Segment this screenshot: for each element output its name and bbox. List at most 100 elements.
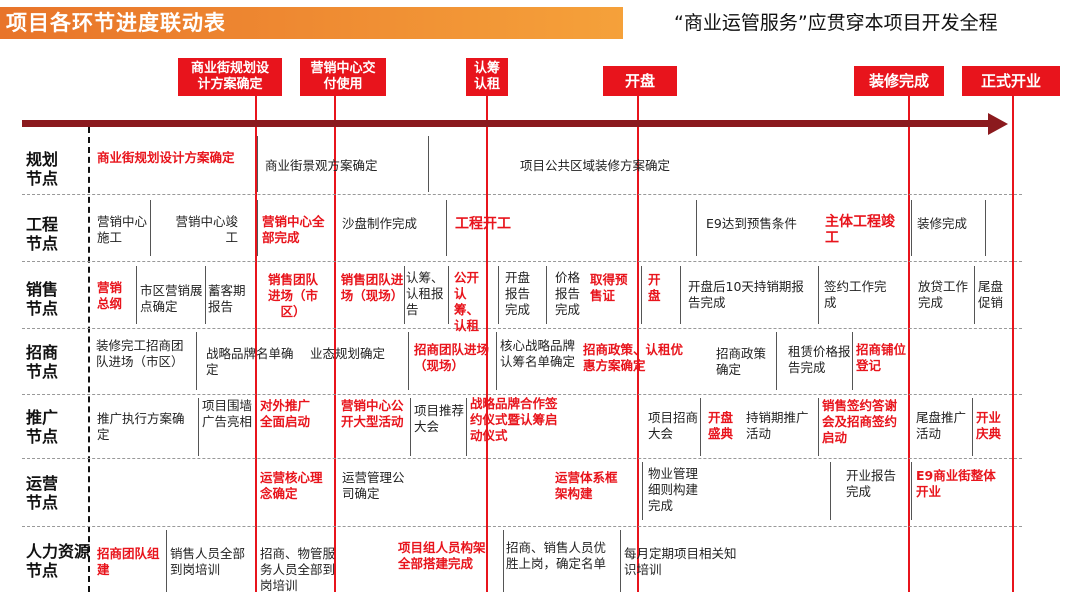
cell-divider bbox=[776, 332, 777, 390]
cell-divider bbox=[150, 200, 151, 256]
cell-divider bbox=[446, 200, 447, 256]
cell-sales-6: 认筹、认租报告 bbox=[406, 270, 444, 317]
cell-divider bbox=[136, 266, 137, 324]
page-slogan: “商业运管服务”应贯穿本项目开发全程 bbox=[674, 12, 998, 34]
cell-sales-11: 开盘 bbox=[648, 272, 661, 303]
cell-eng-3: 营销中心全部完成 bbox=[262, 214, 325, 245]
row-label-sales: 销售节点 bbox=[26, 280, 59, 318]
milestone-line-6 bbox=[1012, 96, 1014, 592]
timeline-arrow bbox=[22, 120, 990, 127]
milestone-line-1 bbox=[255, 96, 257, 592]
cell-hr-5: 招商、销售人员优胜上岗，确定名单 bbox=[506, 540, 607, 571]
cell-promo-1: 推广执行方案确定 bbox=[97, 411, 185, 442]
row-separator bbox=[22, 194, 1022, 195]
cell-hr-3: 招商、物管服务人员全部到岗培训 bbox=[260, 546, 336, 593]
cell-promo-11: 尾盘推广活动 bbox=[916, 410, 967, 441]
milestone-label: 装修完成 bbox=[868, 72, 929, 90]
cell-inv-9: 招商铺位登记 bbox=[856, 342, 907, 373]
milestone-box-5: 装修完成 bbox=[854, 66, 944, 96]
cell-planning-2: 商业街景观方案确定 bbox=[265, 158, 378, 173]
milestone-box-4: 开盘 bbox=[603, 66, 677, 96]
cell-divider bbox=[620, 530, 621, 592]
cell-sales-5: 销售团队进场（现场） bbox=[340, 272, 404, 303]
milestone-box-6: 正式开业 bbox=[962, 66, 1060, 96]
cell-sales-13: 签约工作完成 bbox=[824, 279, 887, 310]
title-banner bbox=[0, 7, 623, 39]
cell-divider bbox=[700, 398, 701, 456]
cell-promo-6: 战略品牌合作签约仪式暨认筹启动仪式 bbox=[470, 396, 558, 443]
cell-hr-6: 每月定期项目相关知识培训 bbox=[624, 546, 737, 577]
cell-divider bbox=[546, 266, 547, 324]
milestone-label: 开盘 bbox=[624, 72, 655, 90]
cell-hr-1: 招商团队组建 bbox=[97, 546, 160, 577]
row-label-hr: 人力资源节点 bbox=[26, 542, 91, 580]
cell-divider bbox=[408, 332, 409, 390]
cell-eng-6: E9达到预售条件 bbox=[706, 216, 797, 231]
cell-sales-10: 取得预售证 bbox=[590, 272, 628, 303]
milestone-line-5 bbox=[908, 96, 910, 592]
milestone-box-2: 营销中心交付使用 bbox=[300, 58, 386, 96]
milestone-line-4 bbox=[637, 96, 639, 592]
milestone-label: 营销中心交付使用 bbox=[310, 61, 376, 92]
cell-divider bbox=[972, 398, 973, 456]
cell-eng-2: 营销中心竣工 bbox=[175, 214, 238, 245]
cell-inv-7: 招商政策确定 bbox=[716, 346, 767, 377]
cell-divider bbox=[466, 398, 467, 456]
cell-divider bbox=[196, 332, 197, 390]
cell-op-6: E9商业街整体开业 bbox=[916, 468, 996, 499]
label-divider bbox=[88, 127, 90, 592]
cell-eng-7: 主体工程竣工 bbox=[825, 214, 895, 246]
cell-promo-8: 开盘盛典 bbox=[708, 410, 734, 441]
cell-sales-4: 销售团队进场（市区） bbox=[267, 272, 318, 319]
cell-divider bbox=[166, 530, 167, 592]
cell-op-3: 运营体系框架构建 bbox=[555, 470, 618, 501]
row-label-engineering: 工程节点 bbox=[26, 215, 59, 253]
cell-divider bbox=[680, 266, 681, 324]
cell-promo-5: 项目推荐大会 bbox=[414, 403, 465, 434]
row-separator bbox=[22, 261, 1022, 262]
cell-divider bbox=[830, 462, 831, 520]
row-separator bbox=[22, 458, 1022, 459]
cell-divider bbox=[911, 200, 912, 256]
cell-divider bbox=[448, 266, 449, 324]
cell-divider bbox=[852, 332, 853, 390]
cell-promo-12: 开业庆典 bbox=[976, 410, 1002, 441]
cell-sales-7: 公开认筹、认租 bbox=[454, 270, 480, 333]
cell-sales-8: 开盘报告完成 bbox=[505, 270, 531, 317]
cell-op-2: 运营管理公司确定 bbox=[342, 470, 405, 501]
cell-divider bbox=[503, 530, 504, 592]
cell-sales-9: 价格报告完成 bbox=[555, 270, 581, 317]
cell-hr-2: 销售人员全部到岗培训 bbox=[170, 546, 246, 577]
cell-promo-2: 项目围墙广告亮相 bbox=[202, 398, 253, 429]
cell-inv-4: 招商团队进场（现场） bbox=[414, 342, 490, 373]
cell-eng-4: 沙盘制作完成 bbox=[342, 216, 418, 231]
milestone-box-3: 认筹认租 bbox=[466, 58, 508, 96]
cell-promo-10: 销售签约答谢会及招商签约启动 bbox=[822, 398, 898, 445]
cell-planning-1: 商业街规划设计方案确定 bbox=[97, 150, 235, 165]
cell-divider bbox=[985, 200, 986, 256]
cell-divider bbox=[410, 398, 411, 456]
cell-sales-14: 放贷工作完成 bbox=[918, 279, 969, 310]
cell-promo-7: 项目招商大会 bbox=[648, 410, 699, 441]
row-label-investment: 招商节点 bbox=[26, 343, 59, 381]
cell-divider bbox=[641, 266, 642, 324]
cell-inv-5: 核心战略品牌认筹名单确定 bbox=[500, 338, 576, 369]
cell-divider bbox=[498, 266, 499, 324]
cell-divider bbox=[198, 398, 199, 456]
cell-eng-8: 装修完成 bbox=[917, 216, 968, 231]
timeline-arrowhead bbox=[988, 113, 1008, 135]
cell-op-1: 运营核心理念确定 bbox=[260, 470, 323, 501]
cell-sales-15: 尾盘促销 bbox=[978, 279, 1004, 310]
cell-divider bbox=[428, 136, 429, 192]
row-separator bbox=[22, 526, 1022, 527]
cell-hr-4: 项目组人员构架全部搭建完成 bbox=[398, 540, 486, 571]
cell-sales-3: 蓄客期报告 bbox=[208, 283, 246, 314]
milestone-label: 正式开业 bbox=[980, 72, 1041, 90]
cell-divider bbox=[696, 200, 697, 256]
cell-divider bbox=[974, 266, 975, 324]
milestone-line-2 bbox=[334, 96, 336, 592]
cell-op-5: 开业报告完成 bbox=[846, 468, 897, 499]
cell-inv-3: 业态规划确定 bbox=[310, 346, 386, 361]
cell-divider bbox=[257, 136, 258, 192]
cell-divider bbox=[911, 462, 912, 520]
